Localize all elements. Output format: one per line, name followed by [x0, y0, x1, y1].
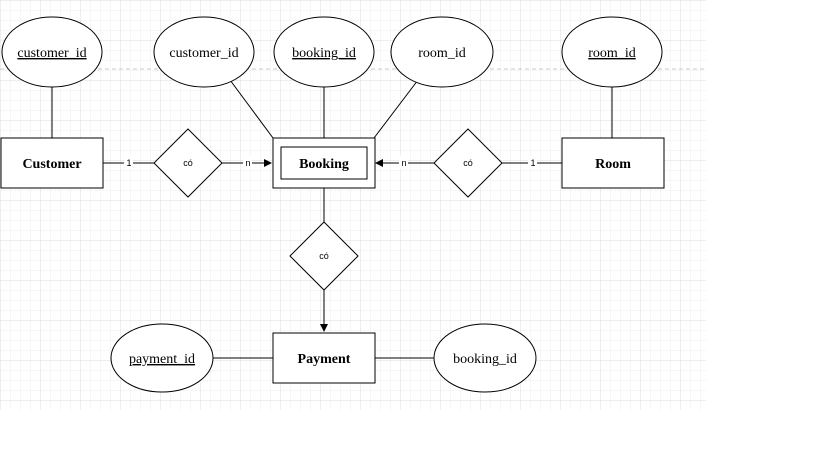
attribute-label: customer_id [169, 46, 238, 61]
entity-payment[interactable]: Payment [272, 332, 376, 384]
relationship-label: có [183, 158, 193, 168]
attribute-payment-booking-id[interactable]: booking_id [433, 323, 537, 393]
attribute-label: booking_id [292, 46, 356, 61]
attribute-payment-payment-id[interactable]: payment_id [110, 323, 214, 393]
cardinality-booking-many-right: n [401, 158, 406, 168]
entity-label: Customer [22, 157, 81, 172]
relationship-booking-payment[interactable]: có [289, 221, 359, 291]
entity-label: Room [595, 157, 631, 172]
relationship-label: có [319, 251, 329, 261]
cardinality-customer-one: 1 [126, 158, 131, 168]
cardinality-booking-many-left: n [245, 158, 250, 168]
entity-label: Booking [299, 157, 349, 172]
attribute-label: customer_id [17, 46, 86, 61]
relationship-label: có [463, 158, 473, 168]
connector-booking-room-attr [373, 79, 419, 139]
entity-label: Payment [298, 352, 351, 367]
attribute-label: room_id [588, 46, 635, 61]
attribute-booking-room-id[interactable]: room_id [390, 16, 494, 88]
attribute-room-room-id[interactable]: room_id [561, 16, 663, 88]
connector-booking-customer-attr [229, 79, 274, 139]
relationship-customer-booking[interactable]: có [153, 128, 223, 198]
attribute-label: payment_id [129, 352, 195, 367]
attribute-customer-customer-id[interactable]: customer_id [1, 16, 103, 88]
entity-customer[interactable]: Customer [0, 137, 104, 189]
entity-booking-weak[interactable]: Booking [272, 137, 376, 189]
attribute-label: booking_id [453, 352, 517, 367]
attribute-label: room_id [418, 46, 465, 61]
relationship-room-booking[interactable]: có [433, 128, 503, 198]
entity-room[interactable]: Room [561, 137, 665, 189]
attribute-booking-customer-id[interactable]: customer_id [153, 16, 255, 88]
attribute-booking-booking-id[interactable]: booking_id [273, 16, 375, 88]
cardinality-room-one: 1 [530, 158, 535, 168]
